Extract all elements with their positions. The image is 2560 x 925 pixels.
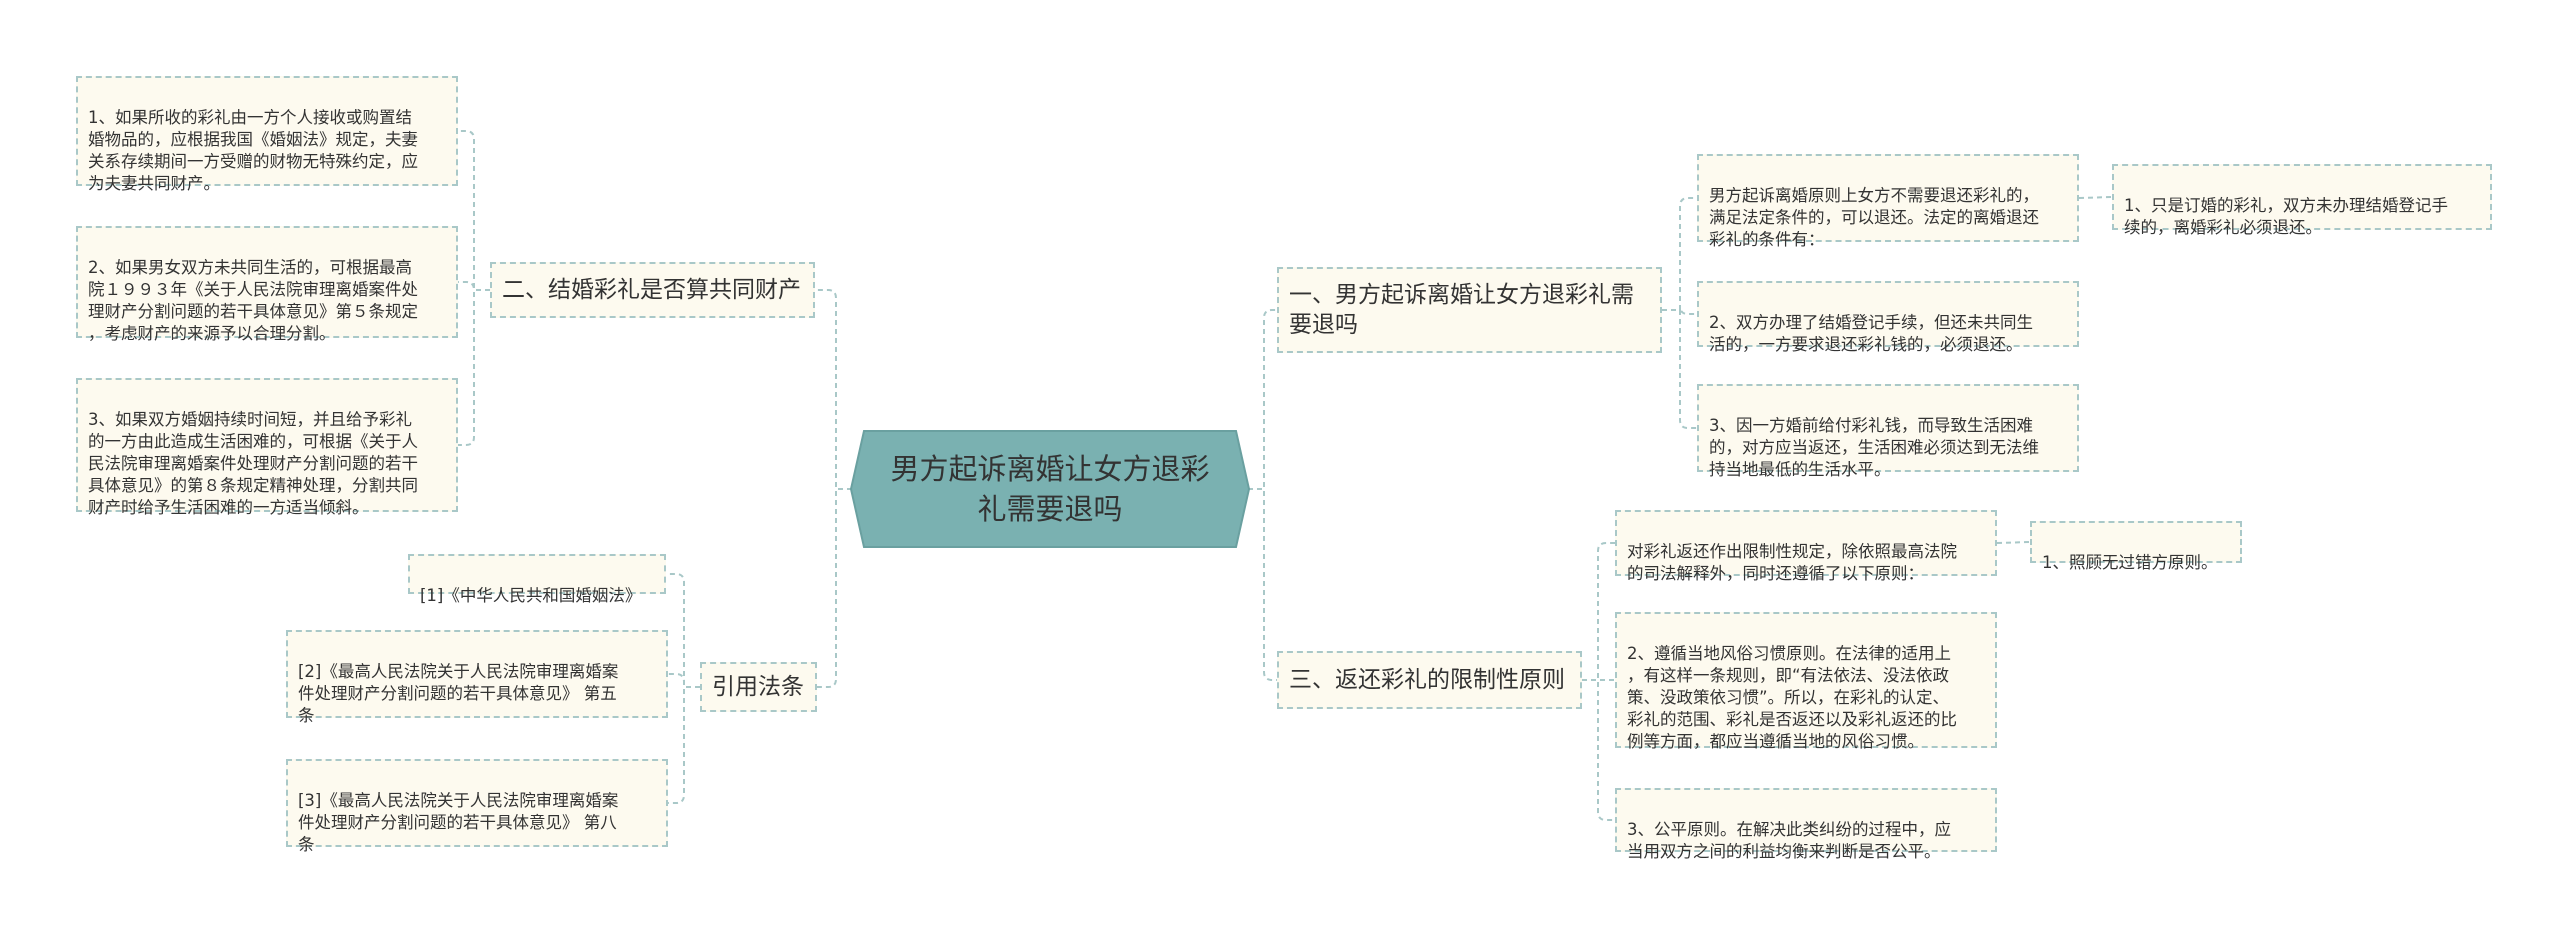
leaf-refund-conditions-text: 男方起诉离婚原则上女方不需要退还彩礼的， 满足法定条件的，可以退还。法定的离婚退… [1709,186,2039,249]
leaf-law-marriage-law-text: [1]《中华人民共和国婚姻法》 [420,586,642,605]
leaf-principle-local-custom-text: 2、遵循当地风俗习惯原则。在法律的适用上 ，有这样一条规则，即“有法依法、没法依… [1627,644,1957,751]
root-topic-label: 男方起诉离婚让女方退彩 礼需要退吗 [890,452,1210,526]
leaf-condition-not-cohabited-text: 2、双方办理了结婚登记手续，但还未共同生 活的，一方要求退还彩礼钱的，必须退还。 [1709,313,2033,354]
leaf-law-opinion-article-8-text: [3]《最高人民法院关于人民法院审理离婚案 件处理财产分割问题的若干具体意见》 … [298,791,619,854]
leaf-condition-engagement-only-text: 1、只是订婚的彩礼，双方未办理结婚登记手 续的，离婚彩礼必须退还。 [2124,196,2448,237]
leaf-property-not-cohabited[interactable]: 2、如果男女双方未共同生活的，可根据最高 院１９９３年《关于人民法院审理离婚案件… [76,226,458,343]
leaf-principle-fairness-text: 3、公平原则。在解决此类纠纷的过程中，应 当用双方之间的利益均衡来判断是否公平。 [1627,820,1951,861]
branch-restriction-principles-label: 三、返还彩礼的限制性原则 [1289,667,1565,693]
leaf-refund-conditions[interactable]: 男方起诉离婚原则上女方不需要退还彩礼的， 满足法定条件的，可以退还。法定的离婚退… [1697,154,2079,249]
link-root-n-b1 [1248,309,1277,490]
leaf-property-short-marriage[interactable]: 3、如果双方婚姻持续时间短，并且给予彩礼 的一方由此造成生活困难的，可根据《关于… [76,378,458,517]
root-hexagon-shape [850,430,1250,548]
link-n-b3-main-sub [1996,541,2031,544]
leaf-principle-fairness[interactable]: 3、公平原则。在解决此类纠纷的过程中，应 当用双方之间的利益均衡来判断是否公平。 [1615,788,1997,861]
branch-cited-laws-label: 引用法条 [712,674,804,700]
branch-common-property-label: 二、结婚彩礼是否算共同财产 [502,277,801,303]
link-n-b4-1 [666,573,700,688]
leaf-principle-no-fault[interactable]: 1、照顾无过错方原则。 [2030,521,2242,572]
leaf-property-not-cohabited-text: 2、如果男女双方未共同生活的，可根据最高 院１９９３年《关于人民法院审理离婚案件… [88,258,418,343]
link-n-b1-2 [1662,305,1697,315]
branch-refund-question[interactable]: 一、男方起诉离婚让女方退彩礼需 要退吗 [1277,267,1662,353]
link-n-b1-3 [1662,309,1697,429]
branch-common-property[interactable]: 二、结婚彩礼是否算共同财产 [490,262,815,318]
leaf-law-opinion-article-5[interactable]: [2]《最高人民法院关于人民法院审理离婚案 件处理财产分割问题的若干具体意见》 … [286,630,668,725]
link-n-b1-main [1662,197,1697,311]
leaf-principle-no-fault-text: 1、照顾无过错方原则。 [2042,553,2218,572]
leaf-law-marriage-law[interactable]: [1]《中华人民共和国婚姻法》 [408,554,666,605]
leaf-law-opinion-article-5-text: [2]《最高人民法院关于人民法院审理离婚案 件处理财产分割问题的若干具体意见》 … [298,662,619,725]
leaf-restriction-intro-text: 对彩礼返还作出限制性规定，除依照最高法院 的司法解释外，同时还遵循了以下原则： [1627,542,1957,583]
branch-cited-laws[interactable]: 引用法条 [700,662,817,712]
link-n-b3-3 [1582,679,1615,821]
leaf-principle-local-custom[interactable]: 2、遵循当地风俗习惯原则。在法律的适用上 ，有这样一条规则，即“有法依法、没法依… [1615,612,1997,751]
link-n-b3-main [1582,542,1615,681]
link-n-b1-main-sub [2078,196,2113,199]
link-n-b2-3 [458,289,490,446]
link-n-b2-2 [458,281,490,291]
leaf-condition-not-cohabited[interactable]: 2、双方办理了结婚登记手续，但还未共同生 活的，一方要求退还彩礼钱的，必须退还。 [1697,281,2079,354]
branch-restriction-principles[interactable]: 三、返还彩礼的限制性原则 [1277,651,1582,709]
link-root-n-b4 [817,488,852,688]
leaf-property-received-by-one[interactable]: 1、如果所收的彩礼由一方个人接收或购置结 婚物品的，应根据我国《婚姻法》规定，夫… [76,76,458,193]
leaf-property-received-by-one-text: 1、如果所收的彩礼由一方个人接收或购置结 婚物品的，应根据我国《婚姻法》规定，夫… [88,108,418,193]
leaf-restriction-intro[interactable]: 对彩礼返还作出限制性规定，除依照最高法院 的司法解释外，同时还遵循了以下原则： [1615,510,1997,583]
leaf-condition-hardship-text: 3、因一方婚前给付彩礼钱，而导致生活困难 的，对方应当返还，生活困难必须达到无法… [1709,416,2039,479]
link-root-n-b2 [815,289,852,490]
root-topic[interactable]: 男方起诉离婚让女方退彩 礼需要退吗 [850,430,1250,548]
leaf-property-short-marriage-text: 3、如果双方婚姻持续时间短，并且给予彩礼 的一方由此造成生活困难的，可根据《关于… [88,410,418,517]
leaf-condition-engagement-only[interactable]: 1、只是订婚的彩礼，双方未办理结婚登记手 续的，离婚彩礼必须退还。 [2112,164,2492,237]
link-n-b4-3 [668,686,700,804]
leaf-law-opinion-article-8[interactable]: [3]《最高人民法院关于人民法院审理离婚案 件处理财产分割问题的若干具体意见》 … [286,759,668,854]
link-root-n-b3 [1248,488,1277,681]
leaf-condition-hardship[interactable]: 3、因一方婚前给付彩礼钱，而导致生活困难 的，对方应当返还，生活困难必须达到无法… [1697,384,2079,479]
link-n-b2-1 [458,130,490,291]
link-n-b4-2 [668,673,700,688]
branch-refund-question-label: 一、男方起诉离婚让女方退彩礼需 要退吗 [1289,282,1634,338]
